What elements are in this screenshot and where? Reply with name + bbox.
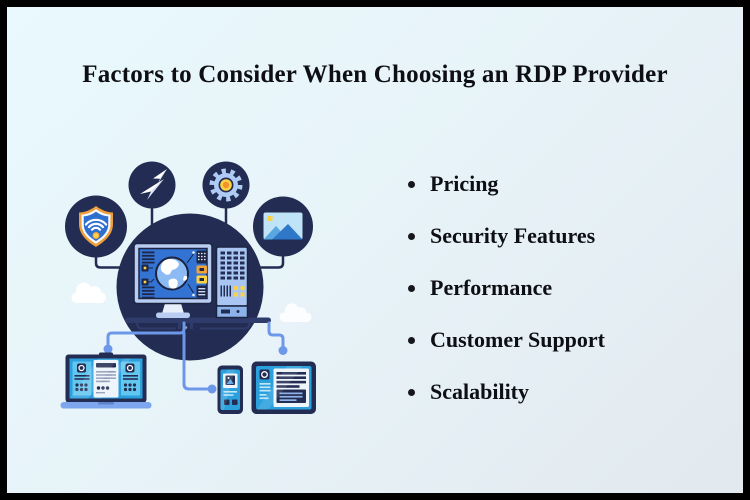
bullet-dot (408, 284, 415, 292)
connector-nodes (103, 344, 288, 394)
rdp-illustration (60, 161, 316, 414)
factor-item: Scalability (408, 379, 605, 404)
cloud-icon (279, 303, 312, 322)
factor-item: Customer Support (408, 327, 606, 352)
monitor-globe-icon (133, 242, 213, 318)
factor-item: Pricing (408, 171, 605, 196)
smartphone-icon (217, 365, 243, 414)
connector-lines (106, 321, 285, 391)
bullet-dot (408, 232, 415, 240)
shield-wifi-icon (65, 195, 127, 258)
factor-item: Performance (408, 275, 605, 300)
server-icon (215, 246, 249, 319)
bullet-dot (408, 336, 415, 344)
factor-label: Security Features (430, 223, 596, 248)
factor-label: Scalability (430, 379, 530, 404)
factor-label: Pricing (430, 171, 499, 196)
tablet-icon (251, 361, 316, 414)
factors-list: Pricing Security Features Performance Cu… (408, 171, 606, 432)
image-icon (253, 196, 313, 257)
bullet-dot (408, 180, 415, 188)
bullet-dot (408, 388, 415, 396)
factor-label: Customer Support (430, 327, 606, 352)
factor-label: Performance (430, 275, 553, 300)
desk (125, 317, 271, 330)
gear-icon (202, 161, 250, 209)
page-title: Factors to Consider When Choosing an RDP… (82, 61, 668, 88)
paper-plane-icon (128, 161, 176, 209)
cloud-icon (71, 282, 106, 303)
laptop-icon (60, 352, 152, 409)
factor-item: Security Features (408, 223, 605, 248)
